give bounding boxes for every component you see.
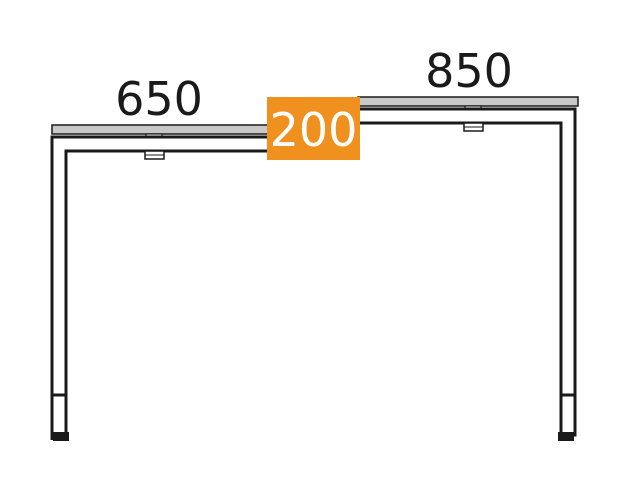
overlap-label: 200 bbox=[270, 103, 358, 157]
left-foot bbox=[50, 393, 69, 441]
frame-inner-line bbox=[64, 149, 268, 395]
frame-right-outer-line bbox=[358, 107, 577, 395]
frame-right-inner-line bbox=[358, 121, 563, 395]
left-desktop-panel bbox=[51, 124, 269, 135]
right-foot bbox=[558, 393, 577, 441]
right-depth-label: 850 bbox=[425, 44, 513, 98]
left-depth-label: 650 bbox=[115, 72, 203, 126]
right-desktop-panel bbox=[357, 96, 579, 107]
frame-outer-line bbox=[50, 135, 268, 440]
overlap-badge bbox=[267, 97, 360, 160]
